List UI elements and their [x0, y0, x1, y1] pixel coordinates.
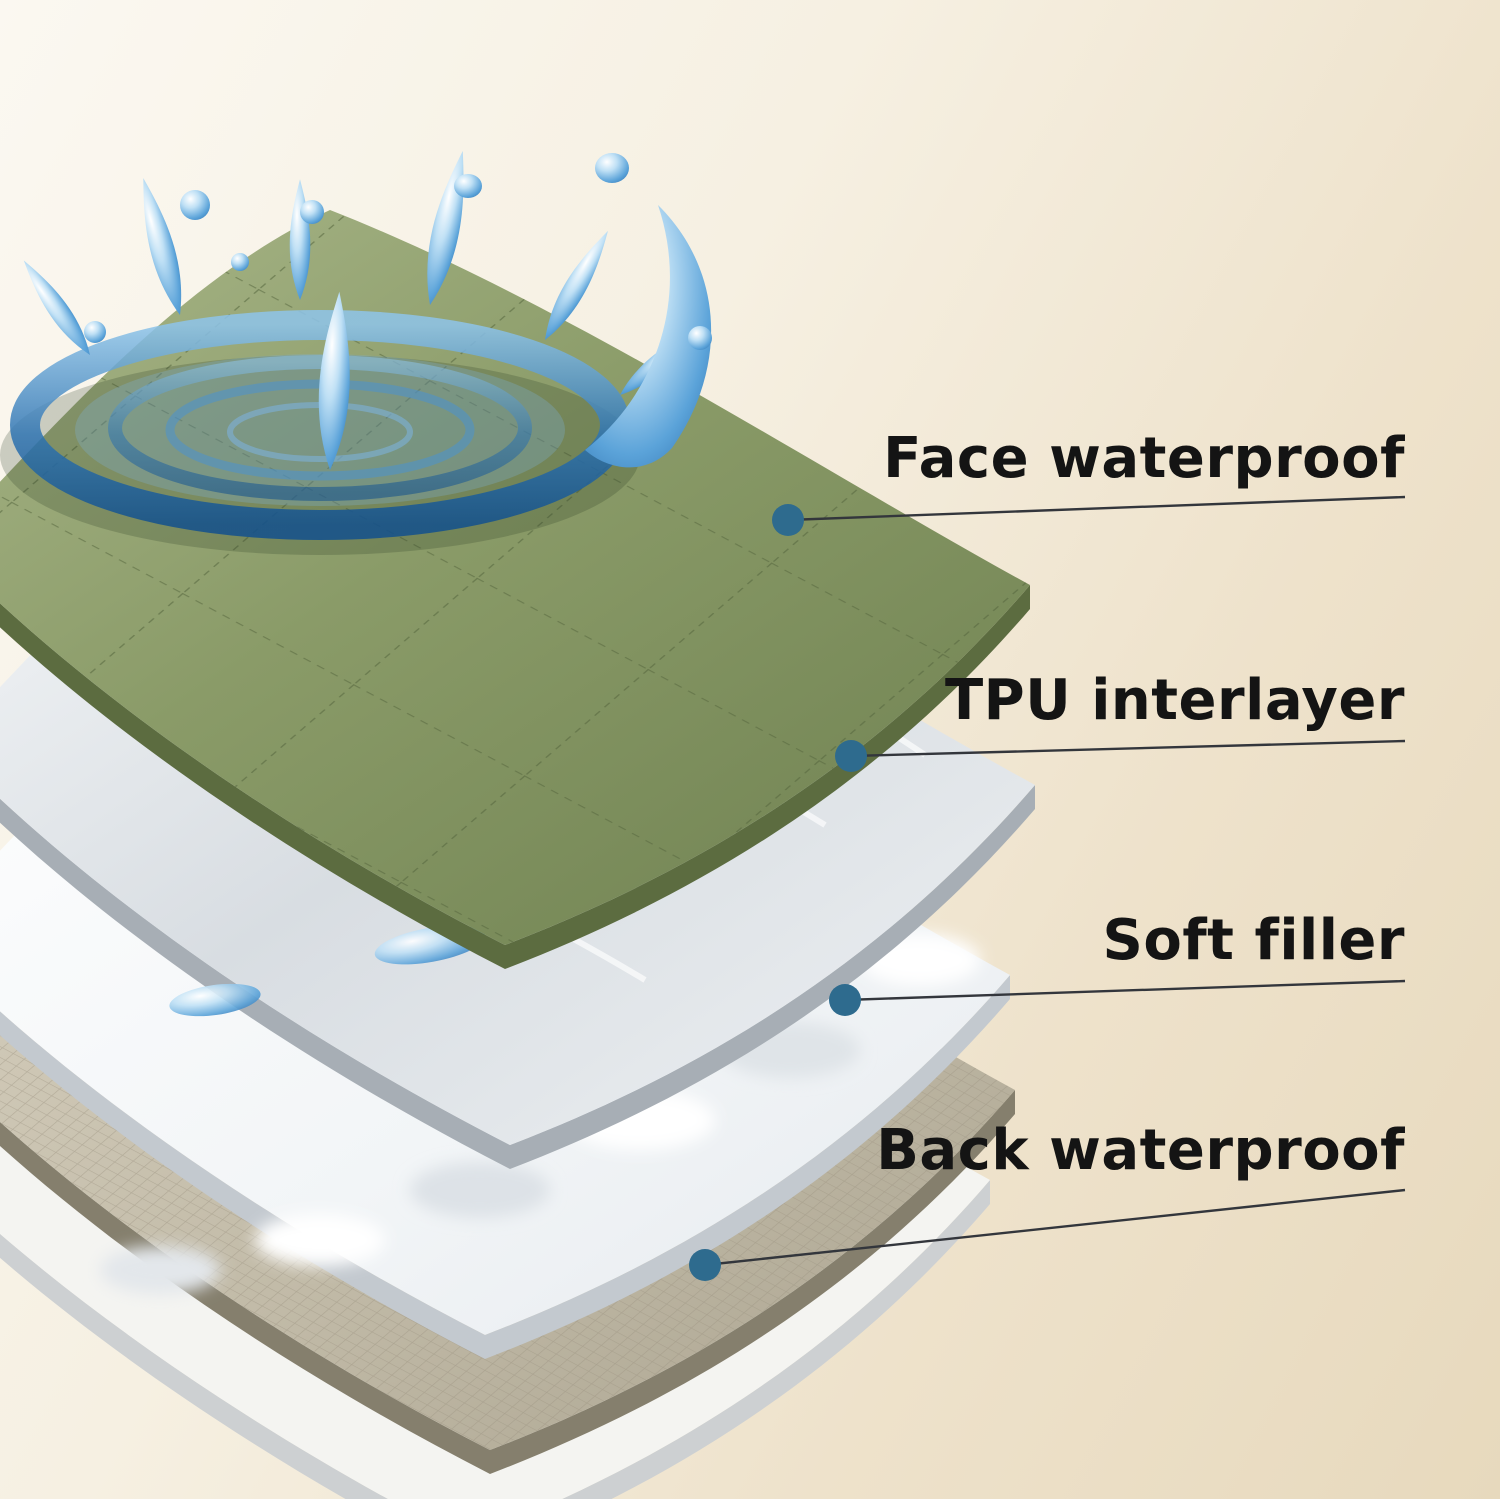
splash-curl	[585, 205, 712, 468]
splash-crown-spikes	[15, 148, 712, 471]
callout-dot-soft-filler	[829, 984, 861, 1016]
label-soft-filler: Soft filler	[1102, 908, 1405, 973]
callout-lines	[704, 495, 1406, 1267]
splash-pool	[75, 354, 565, 506]
splash-inner-ring	[108, 355, 532, 501]
callout-dot-back-waterproof	[689, 1249, 721, 1281]
callout-dot-face-waterproof	[772, 504, 804, 536]
label-back-waterproof: Back waterproof	[876, 1118, 1405, 1183]
label-face-waterproof: Face waterproof	[883, 426, 1405, 491]
splash-droplets	[84, 153, 712, 350]
callout-dots	[689, 504, 867, 1281]
callout-line-back-waterproof	[704, 1188, 1406, 1267]
label-tpu-interlayer: TPU interlayer	[944, 668, 1405, 733]
callout-line-soft-filler	[844, 979, 1406, 1002]
callouts	[689, 495, 1406, 1281]
callout-line-face-waterproof	[787, 495, 1406, 522]
water-splash-illustration	[10, 148, 712, 540]
callout-dot-tpu-interlayer	[835, 740, 867, 772]
callout-line-tpu-interlayer	[850, 739, 1406, 758]
